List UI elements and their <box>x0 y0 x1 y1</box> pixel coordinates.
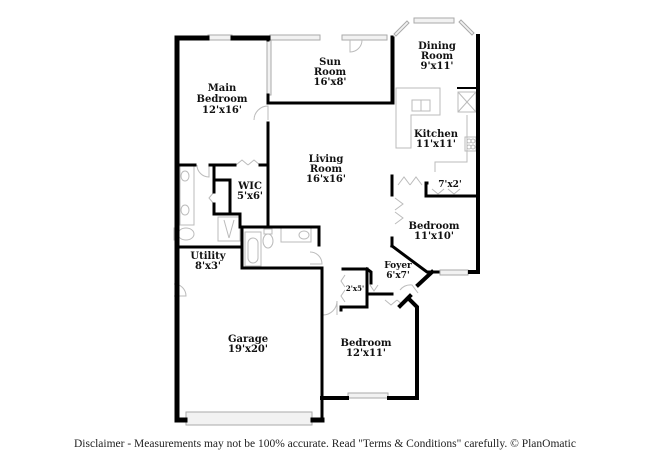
room-utility: Utility 8'x3' <box>190 251 226 272</box>
svg-text:Sun: Sun <box>319 57 341 68</box>
room-garage: Garage 19'x20' <box>228 334 268 355</box>
room-foyer: Foyer 6'x7' <box>384 261 412 281</box>
walls <box>174 34 480 423</box>
room-labels: Main Bedroom 12'x16' Sun Room 16'x8' Din… <box>190 41 461 359</box>
room-living: Living Room 16'x16' <box>306 154 346 185</box>
room-kitchen: Kitchen 11'x11' <box>414 129 459 150</box>
room-sun-room: Sun Room 16'x8' <box>314 57 347 88</box>
room-closet-2x5: 2'x5' <box>346 284 364 293</box>
svg-text:Bedroom: Bedroom <box>409 221 460 232</box>
svg-text:6'x7': 6'x7' <box>386 271 409 281</box>
svg-text:Utility: Utility <box>190 251 226 262</box>
svg-text:Room: Room <box>421 51 454 62</box>
room-wic: WIC 5'x6' <box>237 181 263 202</box>
svg-text:Room: Room <box>310 164 343 175</box>
room-bedroom-3: Bedroom 12'x11' <box>341 338 392 359</box>
room-dining: Dining Room 9'x11' <box>418 41 456 72</box>
svg-text:16'x8': 16'x8' <box>314 77 347 88</box>
svg-text:11'x10': 11'x10' <box>414 231 454 242</box>
svg-text:2'x5': 2'x5' <box>346 284 364 293</box>
room-closet-7x2: 7'x2' <box>438 180 461 190</box>
fixtures <box>173 87 477 426</box>
svg-text:Foyer: Foyer <box>384 261 412 271</box>
svg-text:WIC: WIC <box>237 181 262 192</box>
windows <box>207 17 475 399</box>
svg-text:5'x6': 5'x6' <box>237 191 263 202</box>
doors <box>173 39 461 316</box>
svg-text:9'x11': 9'x11' <box>421 61 454 72</box>
room-main-bedroom: Main Bedroom 12'x16' <box>197 83 248 116</box>
disclaimer-text: Disclaimer - Measurements may not be 100… <box>74 438 576 450</box>
svg-text:Bedroom: Bedroom <box>197 94 248 105</box>
svg-text:Bedroom: Bedroom <box>341 338 392 349</box>
svg-text:Living: Living <box>309 154 344 165</box>
svg-text:11'x11': 11'x11' <box>416 139 456 150</box>
svg-text:19'x20': 19'x20' <box>228 344 268 355</box>
svg-text:Garage: Garage <box>228 334 268 345</box>
svg-text:12'x16': 12'x16' <box>202 105 242 116</box>
svg-text:7'x2': 7'x2' <box>438 180 461 190</box>
svg-text:16'x16': 16'x16' <box>306 174 346 185</box>
svg-text:Kitchen: Kitchen <box>414 129 459 140</box>
svg-text:Room: Room <box>314 67 347 78</box>
svg-text:Main: Main <box>208 83 237 94</box>
svg-text:8'x3': 8'x3' <box>195 261 221 272</box>
room-bedroom-2: Bedroom 11'x10' <box>409 221 460 242</box>
svg-text:12'x11': 12'x11' <box>346 348 386 359</box>
svg-text:Dining: Dining <box>418 41 456 52</box>
